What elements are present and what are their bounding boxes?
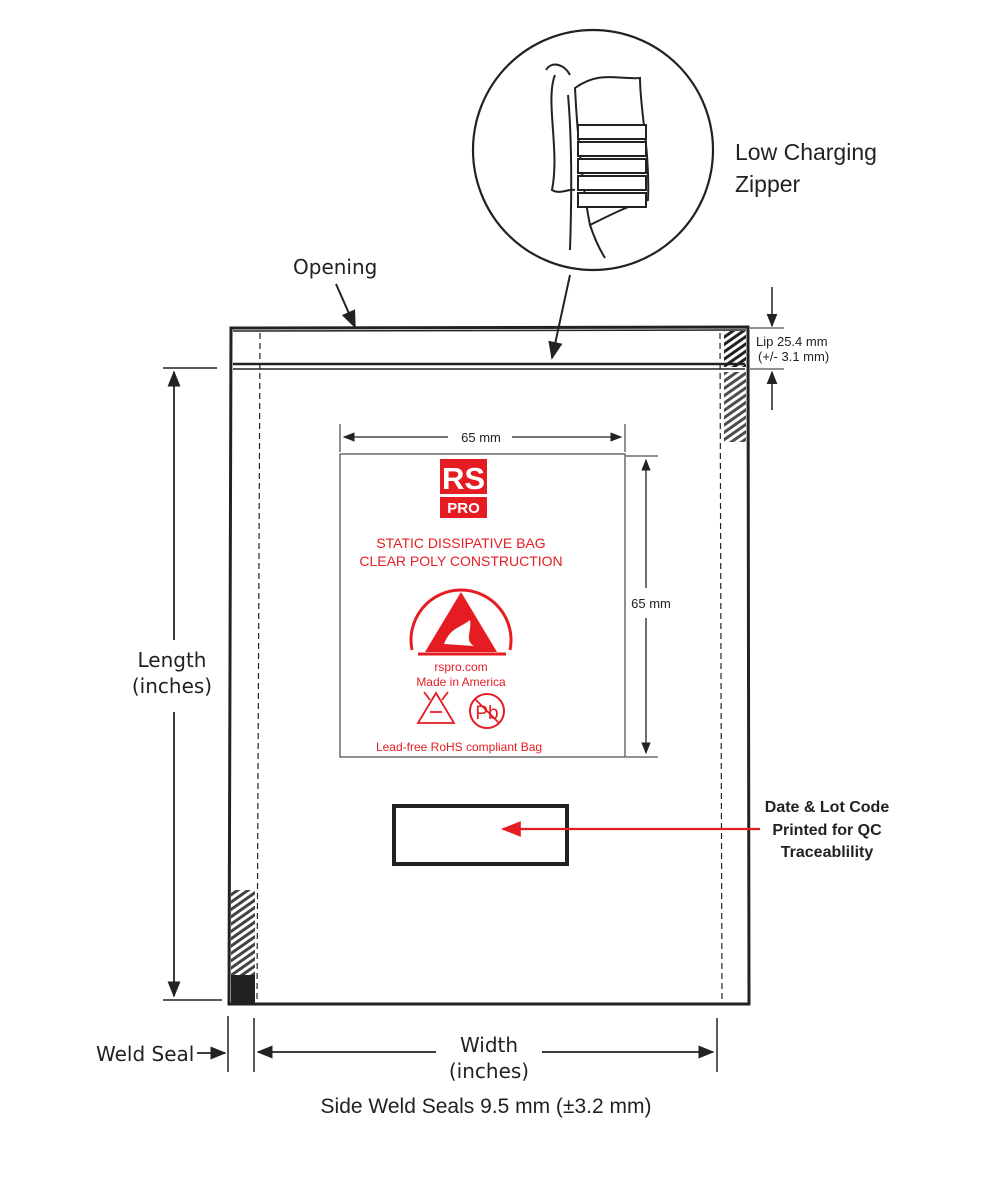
zipper-pointer-line <box>548 274 571 360</box>
zipper-label-line2: Zipper <box>735 171 801 197</box>
origin-text: Made in America <box>416 675 506 689</box>
opening-callout: Opening <box>293 255 377 329</box>
width-dimension: Width (inches) <box>253 1018 718 1083</box>
lip-label-line2: (+/- 3.1 mm) <box>758 349 829 364</box>
lip-label-line1: Lip 25.4 mm <box>756 334 828 349</box>
date-lot-callout: Date & Lot Code Printed for QC Traceabli… <box>392 799 890 866</box>
lead-free-icon: Pb <box>469 693 505 729</box>
bag-outline <box>227 325 751 1006</box>
bag-title-line2: CLEAR POLY CONSTRUCTION <box>359 553 562 569</box>
bag-title-line1: STATIC DISSIPATIVE BAG <box>376 535 545 551</box>
zipper-detail: Low Charging Zipper <box>471 28 877 360</box>
length-label-line1: Length <box>138 648 207 672</box>
opening-pointer-line <box>335 283 356 329</box>
print-height-dim: 65 mm <box>631 596 671 611</box>
weld-seal-callout: Weld Seal <box>96 1016 229 1072</box>
length-label-line2: (inches) <box>132 674 212 698</box>
weld-seal-label: Weld Seal <box>96 1042 194 1066</box>
width-label-line2: (inches) <box>449 1059 529 1083</box>
date-lot-box <box>392 804 569 866</box>
print-footer-text: Lead-free RoHS compliant Bag <box>376 740 542 754</box>
rs-pro-logo: RS PRO <box>440 459 487 518</box>
print-area: 65 mm 65 mm RS PRO STATIC DISSIPATIVE BA… <box>339 424 671 758</box>
print-area-box <box>339 453 626 758</box>
date-lot-label-line3: Traceablility <box>781 844 874 861</box>
zipper-label-line1: Low Charging <box>735 139 877 165</box>
pro-logo-text: PRO <box>447 500 480 517</box>
esd-warning-icon <box>409 588 513 656</box>
website-text: rspro.com <box>434 660 487 674</box>
length-dimension: Length (inches) <box>132 367 222 1001</box>
recycle-icon <box>416 691 456 724</box>
lip-dimension: Lip 25.4 mm (+/- 3.1 mm) <box>750 287 829 410</box>
zipper-detail-circle <box>471 28 715 272</box>
rs-logo-text: RS <box>442 461 485 496</box>
pb-symbol: Pb <box>475 703 498 724</box>
width-label-line1: Width <box>460 1033 518 1057</box>
date-lot-label-line1: Date & Lot Code <box>765 799 890 816</box>
side-weld-caption: Side Weld Seals 9.5 mm (±3.2 mm) <box>321 1095 652 1118</box>
zipper-detail-icon <box>545 63 650 259</box>
print-width-dim: 65 mm <box>461 430 501 445</box>
date-lot-label-line2: Printed for QC <box>772 822 882 839</box>
opening-label: Opening <box>293 255 377 279</box>
